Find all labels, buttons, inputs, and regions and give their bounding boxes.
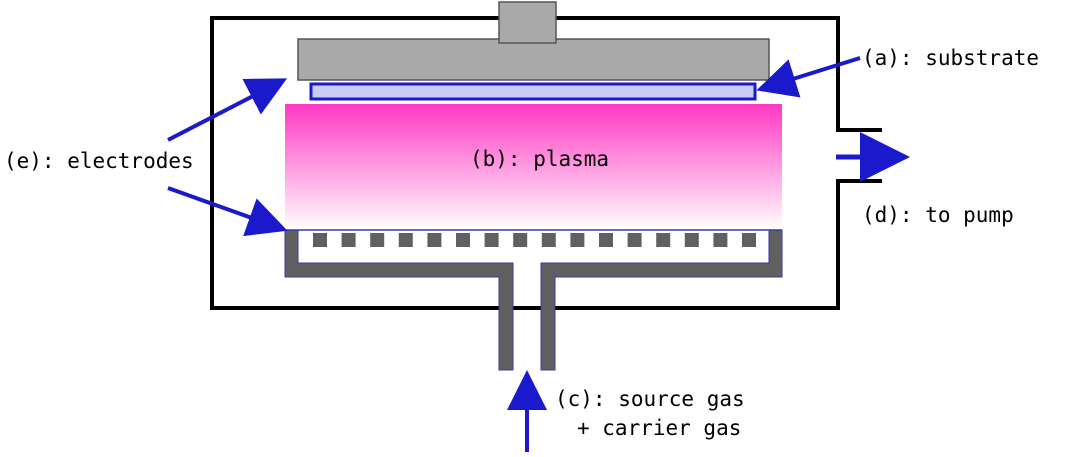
showerhead-hole (684, 233, 699, 247)
showerhead-hole (341, 233, 356, 247)
showerhead-hole (456, 233, 470, 247)
plasma-label: (b): plasma (470, 147, 610, 171)
top-electrode-feedthrough (498, 1, 557, 44)
substrate (309, 82, 757, 101)
showerhead-hole (570, 233, 585, 247)
showerhead-body (284, 229, 514, 371)
showerhead-hole (627, 233, 642, 247)
substrate-label: (a): substrate (862, 46, 1040, 70)
showerhead-hole (370, 233, 385, 247)
arrow-electrode-top (167, 78, 288, 142)
top-electrode (297, 38, 770, 81)
to-pump-label: (d): to pump (862, 203, 1014, 227)
showerhead-hole (398, 233, 413, 247)
showerhead-holes (313, 233, 756, 247)
arrow-electrode-bottom (167, 186, 288, 237)
showerhead-body-right (540, 229, 783, 371)
source-gas-label: (c): source gas (555, 387, 745, 411)
carrier-gas-label: + carrier gas (577, 416, 742, 440)
electrodes-label: (e): electrodes (4, 149, 194, 173)
showerhead-hole (313, 233, 327, 247)
showerhead-hole (427, 233, 442, 247)
showerhead-hole (656, 233, 671, 247)
showerhead-hole (513, 233, 528, 247)
showerhead-hole (713, 233, 728, 247)
showerhead-hole (599, 233, 613, 247)
arrow-substrate (756, 56, 861, 98)
showerhead-hole (742, 233, 756, 247)
showerhead-electrode (285, 230, 782, 370)
plasma-region (285, 104, 782, 230)
showerhead-hole (484, 233, 499, 247)
showerhead-hole (541, 233, 556, 247)
chamber-wall (210, 16, 840, 310)
